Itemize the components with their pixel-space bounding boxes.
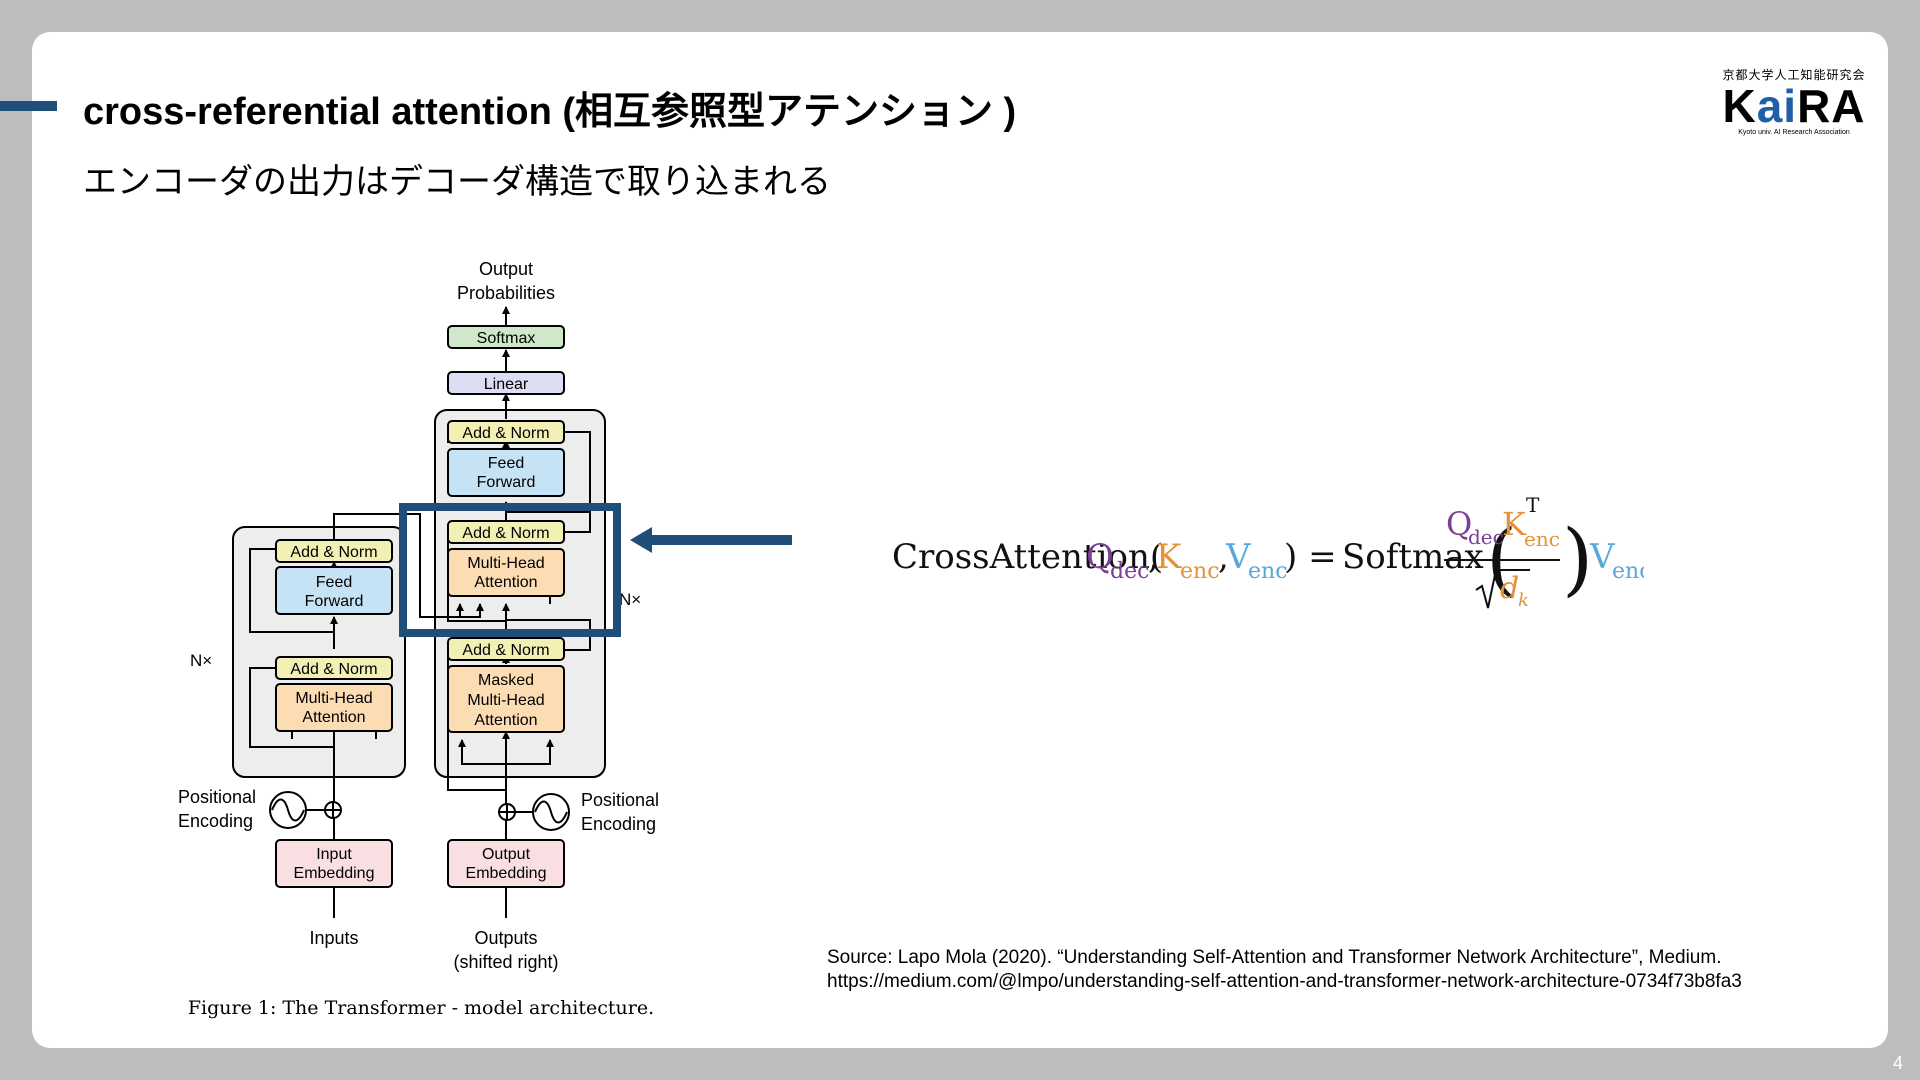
logo-mark: KaiRA — [1718, 83, 1870, 129]
page-number: 4 — [1893, 1053, 1904, 1073]
enc-mha-label-1: Multi-Head — [295, 690, 372, 707]
transformer-diagram: Add & Norm Feed Forward Add & Norm Multi… — [160, 245, 700, 1035]
output-embedding-label-1: Output — [482, 846, 531, 863]
pointer-arrow-icon — [630, 527, 792, 553]
formula-q-dec-sub: dec — [1110, 559, 1149, 584]
svg-text:) =: ) = — [1284, 537, 1337, 577]
enc-add-norm-bottom — [275, 656, 393, 680]
dec-mha-label-1: Multi-Head — [467, 555, 544, 572]
outputs-label-2: (shifted right) — [453, 952, 558, 972]
page-subtitle: エンコーダの出力はデコーダ構造で取り込まれる — [83, 163, 831, 201]
dec-feed-label-1: Feed — [488, 455, 524, 472]
logo-mark-k: K — [1722, 80, 1757, 132]
dec-masked-attention — [447, 665, 565, 733]
dec-masked-label-1: Masked — [478, 672, 534, 689]
formula-d: d — [1500, 571, 1519, 606]
outputs-label-1: Outputs — [474, 928, 537, 948]
enc-plus-icon — [325, 802, 341, 818]
dec-feed-forward — [447, 448, 565, 497]
linear-box — [447, 371, 565, 395]
logo-mark-ra: RA — [1797, 80, 1866, 132]
sqrt-symbol-icon — [1475, 569, 1530, 609]
source-url[interactable]: https://medium.com/@lmpo/understanding-s… — [827, 971, 1742, 992]
encoder-stack — [232, 526, 406, 778]
formula-num-k: K — [1502, 505, 1527, 543]
dec-cross-attention — [447, 548, 565, 597]
formula-q-dec: Q — [1086, 537, 1114, 577]
enc-positional-label-1: Positional — [178, 787, 256, 807]
dec-positional-label-2: Encoding — [581, 814, 656, 834]
svg-text:,: , — [1148, 537, 1159, 577]
enc-feed-label-2: Forward — [305, 593, 364, 610]
formula-num-k-sub: enc — [1524, 527, 1560, 551]
inputs-label: Inputs — [309, 928, 358, 948]
dec-add-norm-top-label: Add & Norm — [462, 425, 549, 442]
dec-add-norm-bottom — [447, 637, 565, 661]
formula-num-t: T — [1526, 493, 1540, 517]
formula-num-q: Q — [1446, 505, 1472, 543]
kaira-logo: 京都大学人工知能研究会 KaiRA Kyoto univ. AI Researc… — [1718, 66, 1870, 136]
formula-name: CrossAttention( — [892, 537, 1163, 577]
enc-add-norm-top — [275, 539, 393, 563]
dec-mha-label-2: Attention — [474, 574, 537, 591]
output-embedding — [447, 839, 565, 888]
formula-num-q-sub: dec — [1468, 525, 1504, 549]
formula-softmax: Softmax — [1342, 537, 1484, 577]
input-embedding — [275, 839, 393, 888]
logo-jp-text: 京都大学人工知能研究会 — [1722, 68, 1866, 82]
output-probabilities-label-2: Probabilities — [457, 283, 555, 303]
enc-add-norm-top-label: Add & Norm — [290, 544, 377, 561]
accent-bar — [0, 101, 57, 111]
dec-add-norm-mid — [447, 520, 565, 544]
input-embedding-label-2: Embedding — [294, 865, 375, 882]
formula-v-final: V — [1589, 537, 1616, 577]
dec-add-norm-bottom-label: Add & Norm — [462, 642, 549, 659]
formula-d-sub: k — [1518, 590, 1529, 611]
logo-mark-ai: ai — [1756, 80, 1798, 132]
dec-feed-label-2: Forward — [477, 474, 536, 491]
dec-add-norm-top — [447, 420, 565, 444]
svg-text:,: , — [1218, 537, 1229, 577]
enc-positional-label-2: Encoding — [178, 811, 253, 831]
formula-v-enc-sub: enc — [1248, 559, 1288, 584]
logo-en-text: Kyoto univ. AI Research Association — [1738, 129, 1850, 136]
source-line-1: Source: Lapo Mola (2020). “Understanding… — [827, 947, 1722, 968]
softmax-label: Softmax — [477, 330, 536, 347]
enc-multi-head-attention — [275, 683, 393, 732]
dec-add-norm-mid-label: Add & Norm — [462, 525, 549, 542]
source-citation: Source: Lapo Mola (2020). “Understanding… — [827, 946, 1742, 994]
formula-v-final-sub: enc — [1612, 559, 1644, 584]
formula-k-enc: K — [1156, 537, 1182, 577]
dec-positional-label-1: Positional — [581, 790, 659, 810]
dec-masked-label-3: Attention — [474, 712, 537, 729]
formula-v-enc: V — [1225, 537, 1252, 577]
enc-feed-label-1: Feed — [316, 574, 352, 591]
output-embedding-label-2: Embedding — [466, 865, 547, 882]
dec-masked-label-2: Multi-Head — [467, 692, 544, 709]
figure-caption: Figure 1: The Transformer - model archit… — [188, 997, 654, 1019]
enc-add-norm-bottom-label: Add & Norm — [290, 661, 377, 678]
enc-nx-label: N× — [190, 651, 212, 670]
formula-k-enc-sub: enc — [1180, 559, 1220, 584]
dec-plus-icon — [499, 804, 515, 820]
pointer-arrow — [630, 527, 792, 553]
softmax-box — [447, 325, 565, 349]
enc-sine-wave-icon — [271, 798, 305, 822]
cross-attention-formula: CrossAttention( Q dec , K enc , V enc ) … — [884, 490, 1652, 630]
enc-mha-label-2: Attention — [302, 709, 365, 726]
cross-attention-highlight — [399, 503, 621, 637]
input-embedding-label-1: Input — [316, 846, 352, 863]
enc-feed-forward — [275, 566, 393, 615]
dec-sine-wave-icon — [534, 800, 568, 824]
output-probabilities-label-1: Output — [479, 259, 533, 279]
page-title: cross-referential attention (相互参照型アテンション… — [83, 91, 1017, 133]
linear-label: Linear — [484, 376, 529, 393]
dec-nx-label: N× — [619, 590, 641, 609]
svg-text:): ) — [1562, 512, 1593, 605]
